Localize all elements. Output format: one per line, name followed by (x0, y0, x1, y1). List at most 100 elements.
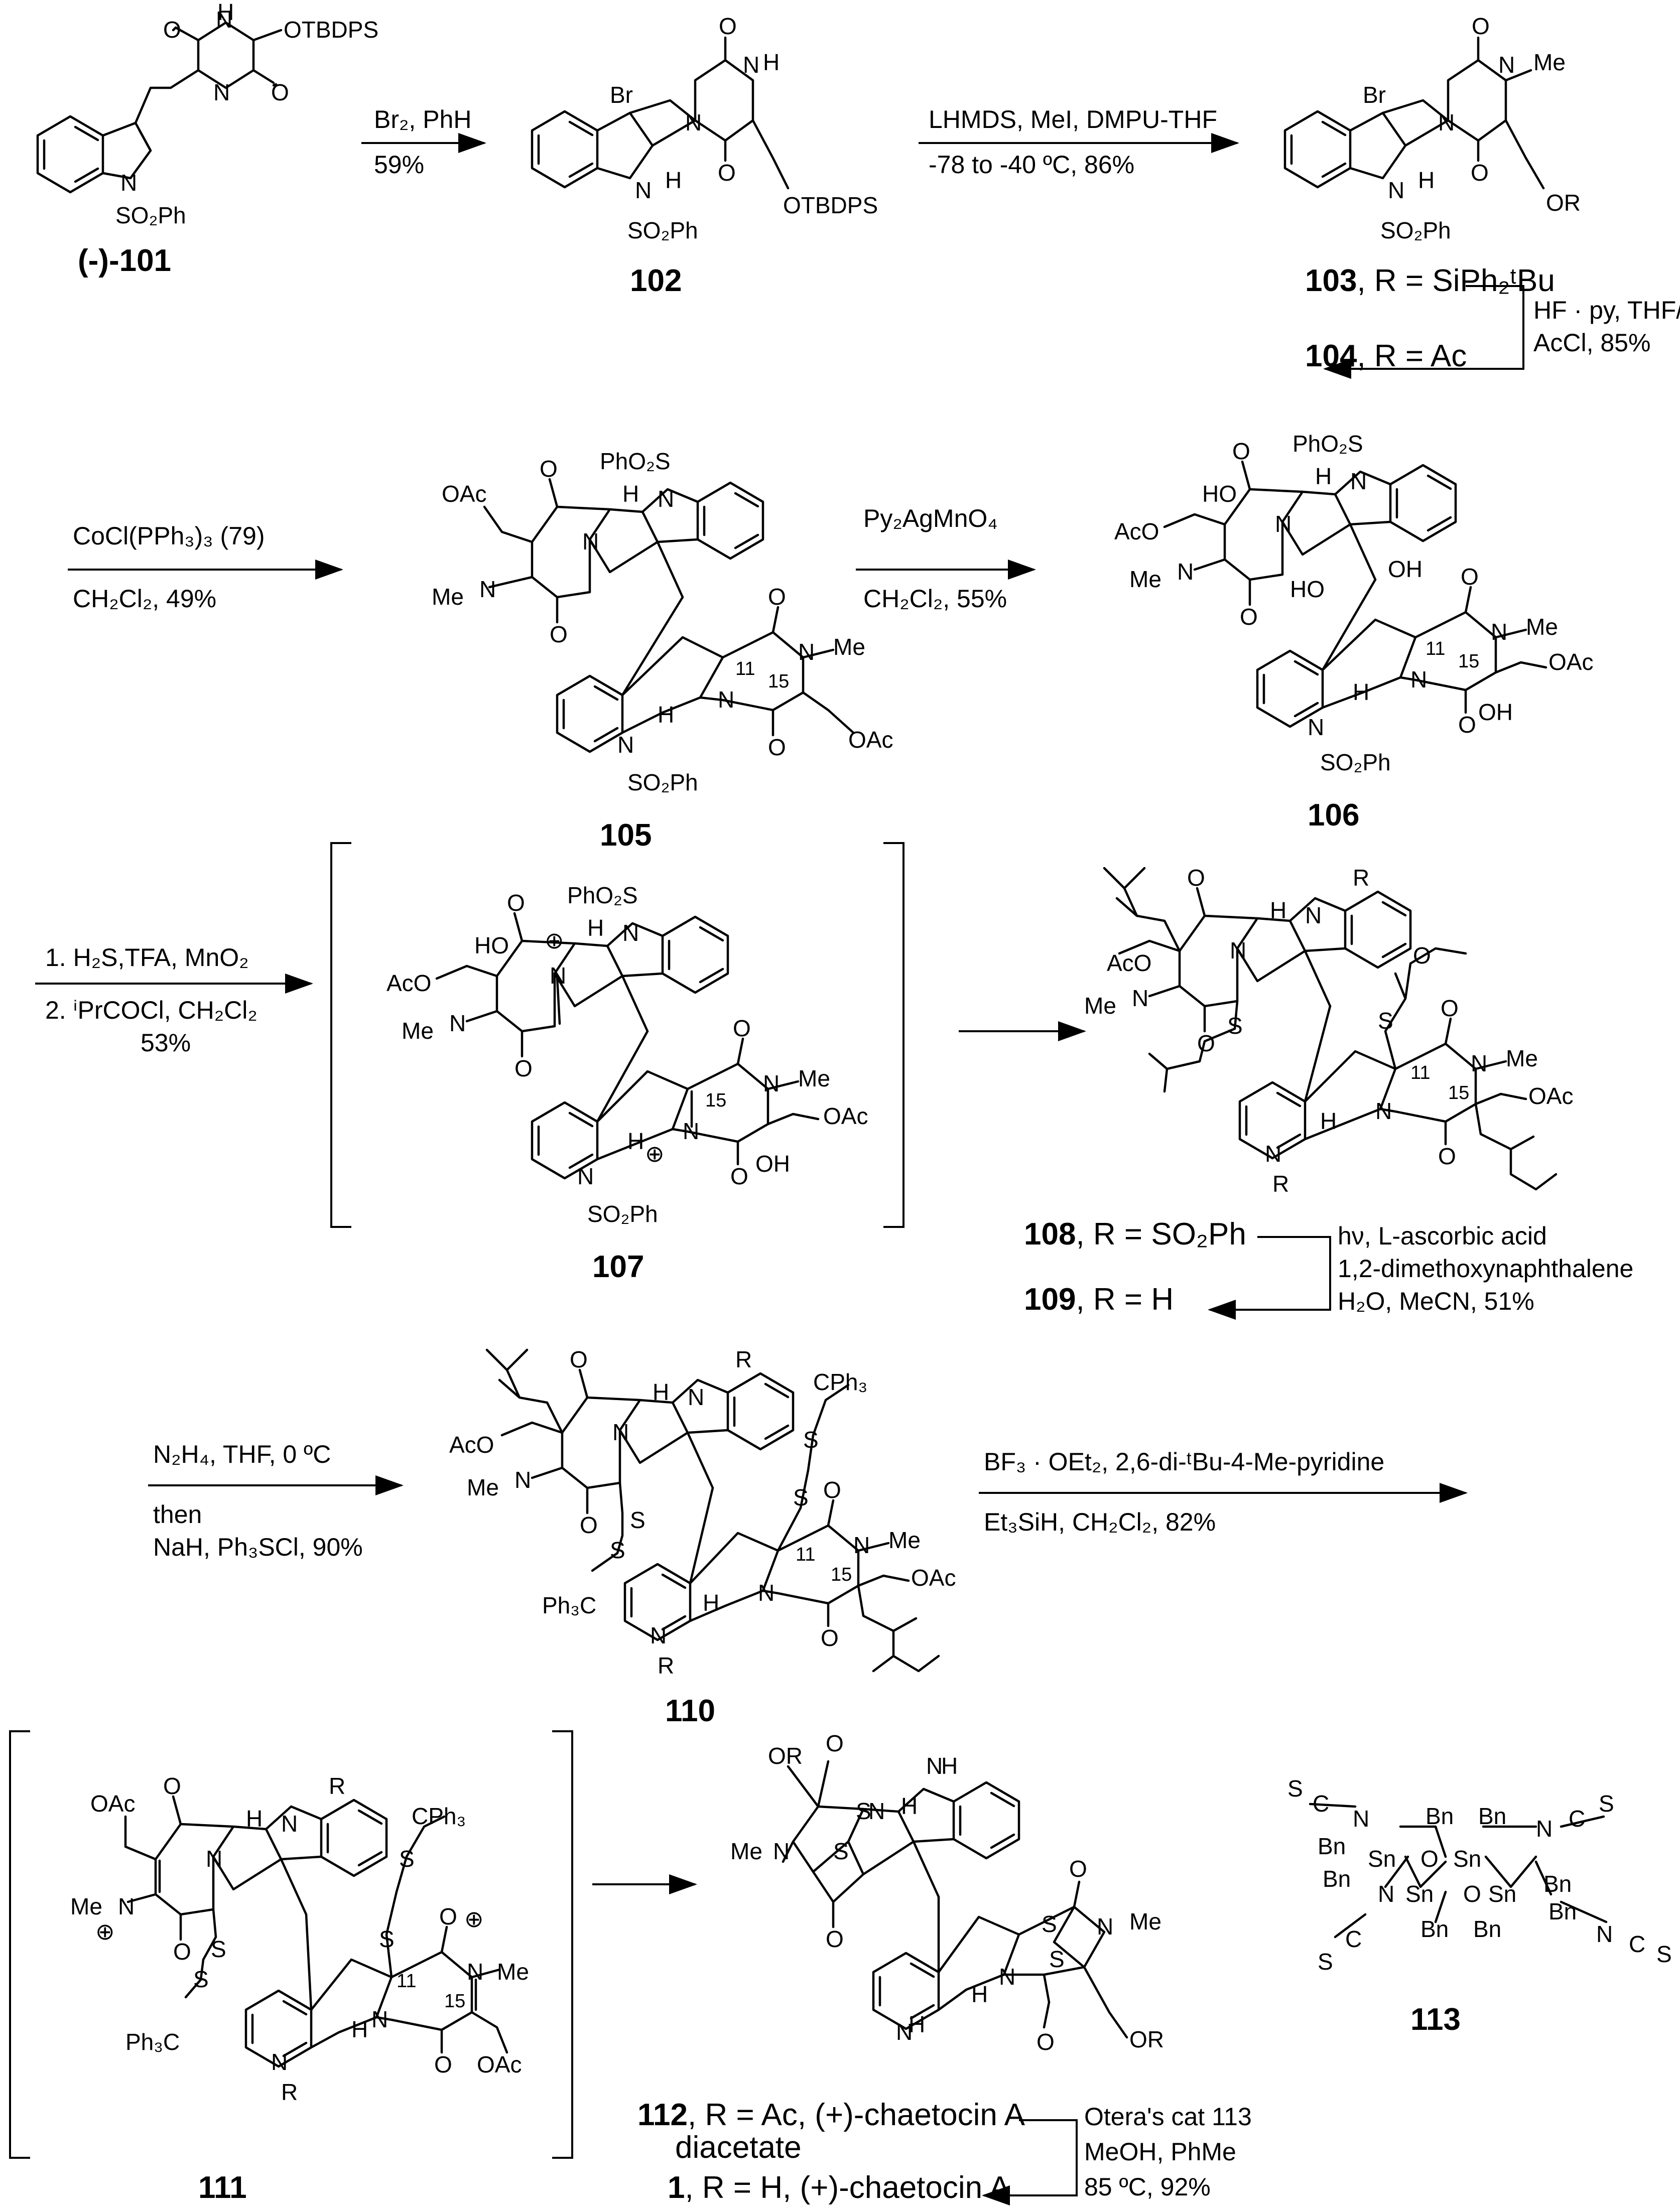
me-group: Me (1129, 566, 1161, 592)
compound-label-109: 109, R = H (1024, 1282, 1174, 1317)
n-atom: N (743, 52, 759, 78)
oac-group: OAc (90, 1790, 135, 1817)
n-atom: N (577, 1163, 594, 1189)
o-atom: O (507, 890, 525, 916)
ho-group: HO (1202, 481, 1237, 507)
n-atom: N (612, 1419, 629, 1445)
n-atom: N (1353, 1806, 1369, 1832)
h-atom: H (763, 49, 780, 75)
me-group: Me (467, 1474, 499, 1500)
so2ph-group: SO₂Ph (627, 769, 698, 795)
o-atom: O (163, 17, 181, 43)
position-11: 11 (1410, 1062, 1430, 1083)
aco-group: AcO (386, 970, 431, 996)
n-atom: N (479, 576, 496, 602)
condition-text: LHMDS, MeI, DMPU-THF (929, 105, 1217, 133)
sn-atom: Sn (1488, 1881, 1516, 1907)
position-15: 15 (831, 1564, 852, 1585)
compound-label-1: 1, R = H, (+)-chaetocin A (668, 2170, 1010, 2205)
position-15: 15 (768, 671, 789, 692)
n-atom: N (718, 686, 734, 713)
compound-label-113: 113 (1410, 2002, 1461, 2037)
n-atom: N (658, 486, 674, 512)
compound-102-structure (531, 36, 790, 190)
n-atom: N (635, 177, 652, 203)
oac-group: OAc (442, 481, 486, 507)
n-atom: N (1438, 109, 1455, 135)
position-15: 15 (1448, 1082, 1469, 1103)
so2ph-group: SO₂Ph (115, 202, 186, 228)
h-atom: H (658, 702, 674, 728)
bracket-left (330, 842, 351, 1228)
compound-label-111: 111 (198, 2170, 247, 2205)
o-atom: O (826, 1730, 844, 1756)
o-atom: O (823, 1477, 841, 1503)
bn-group: Bn (1318, 1833, 1346, 1859)
condition-text: CoCl(PPh₃)₃ (79) (73, 522, 265, 550)
bracket-right (883, 842, 904, 1228)
h-atom: H (627, 1128, 644, 1154)
position-11: 11 (796, 1544, 815, 1565)
aco-group: AcO (449, 1432, 494, 1458)
o-atom: O (768, 584, 786, 610)
condition-text: 53% (141, 1029, 191, 1057)
n-atom: N (1375, 1098, 1392, 1124)
pho2s-group: PhO₂S (600, 448, 671, 474)
o-atom: O (719, 13, 737, 39)
o-atom: O (1413, 942, 1431, 969)
o-atom: O (1420, 1846, 1439, 1872)
me-group: Me (888, 1527, 921, 1553)
bn-group: Bn (1548, 1898, 1577, 1924)
o-atom: O (1471, 160, 1489, 186)
s-atom: S (1318, 1949, 1333, 1975)
condition-text: Py₂AgMnO₄ (863, 504, 998, 532)
position-11: 11 (735, 658, 755, 679)
condition-text: then (153, 1500, 202, 1529)
o-atom: O (768, 734, 786, 760)
me-group: Me (1533, 49, 1566, 75)
s-atom: S (399, 1846, 415, 1872)
condition-text: 1. H₂S,TFA, MnO₂ (45, 943, 249, 972)
n-atom: N (120, 170, 137, 196)
plus-charge: ⊕ (95, 1918, 115, 1945)
n-atom: N (622, 920, 639, 946)
condition-text: -78 to -40 ºC, 86% (929, 151, 1134, 179)
o-atom: O (730, 1163, 748, 1189)
condition-text: Et₃SiH, CH₂Cl₂, 82% (984, 1508, 1216, 1536)
n-atom: N (514, 1467, 531, 1493)
bn-group: Bn (1478, 1803, 1506, 1829)
n-atom: N (1498, 52, 1515, 78)
n-atom: N (206, 1846, 222, 1872)
pho2s-group: PhO₂S (567, 882, 638, 908)
condition-text: N₂H₄, THF, 0 ºC (153, 1440, 331, 1468)
me-group: Me (432, 584, 464, 610)
compound-111-structure (124, 1795, 508, 2068)
h-atom: H (971, 1981, 988, 2007)
n-atom: N (582, 528, 599, 555)
oac-group: OAc (1548, 649, 1593, 675)
condition-text: Br₂, PhH (374, 105, 471, 133)
n-atom: N (1097, 1913, 1113, 1940)
or-group: OR (768, 1743, 803, 1769)
o-atom: O (1463, 1881, 1481, 1907)
h-atom: H (351, 2016, 368, 2042)
br-atom: Br (1363, 82, 1386, 108)
h-atom: H (1353, 679, 1369, 705)
s-atom: S (803, 1427, 819, 1453)
h-atom: H (909, 2011, 925, 2037)
so2ph-group: SO₂Ph (587, 1201, 658, 1227)
n-atom: N (1410, 666, 1427, 693)
s-atom: S (1049, 1946, 1065, 1972)
bn-group: Bn (1323, 1866, 1351, 1892)
compound-108-structure (1103, 867, 1558, 1191)
n-atom: N (853, 1532, 870, 1558)
r-group: R (1353, 865, 1369, 891)
plus-charge: ⊕ (645, 1141, 665, 1167)
c-atom: C (1629, 1931, 1645, 1957)
compound-103-structure (1283, 36, 1545, 190)
n-atom: N (1275, 511, 1291, 537)
o-atom: O (1441, 995, 1459, 1021)
position-15: 15 (1458, 651, 1479, 672)
compound-label-102: 102 (630, 263, 682, 298)
